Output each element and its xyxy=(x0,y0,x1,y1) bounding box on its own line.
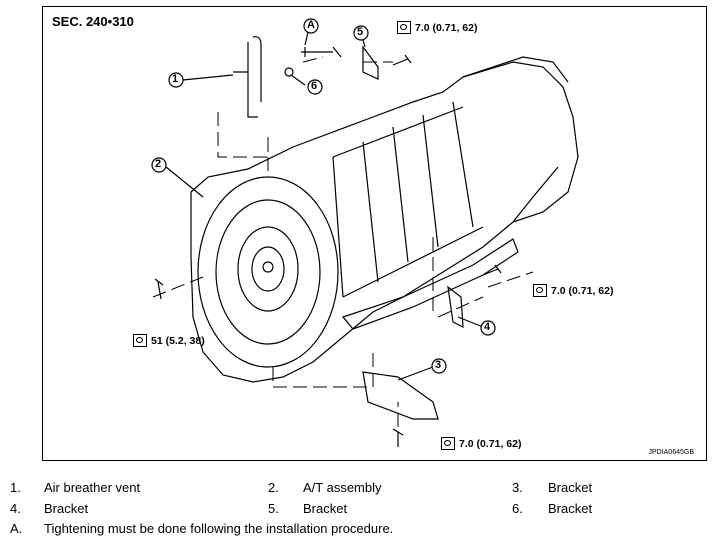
legend-text: A/T assembly xyxy=(303,480,382,495)
legend-text: Bracket xyxy=(548,480,593,495)
callout-1-label: 1 xyxy=(172,73,179,85)
callout-3 xyxy=(431,358,447,374)
bolt-bottom xyxy=(392,428,404,447)
callout-4 xyxy=(480,320,496,336)
legend-number: 5. xyxy=(268,501,279,516)
callout-2-label: 2 xyxy=(155,158,162,170)
callout-4-label: 4 xyxy=(484,321,491,333)
callout-1 xyxy=(168,72,184,88)
torque-spec-bottom: 7.0 (0.71, 62) xyxy=(441,437,521,450)
torque-value: 51 (5.2, 38) xyxy=(151,334,205,347)
torque-value: 7.0 (0.71, 62) xyxy=(415,21,478,34)
legend-number: 3. xyxy=(512,480,523,495)
oil-pan xyxy=(341,238,519,330)
air-breather-vent xyxy=(233,36,262,118)
torque-wrench-icon xyxy=(397,21,411,34)
callout-3-label: 3 xyxy=(435,359,442,371)
bracket-3 xyxy=(362,371,439,420)
torque-spec-top: 7.0 (0.71, 62) xyxy=(397,21,477,34)
bolt-left xyxy=(154,278,164,300)
legend-text: Air breather vent xyxy=(44,480,141,495)
callout-5-label: 5 xyxy=(357,26,364,38)
bolt-right xyxy=(482,264,502,276)
callout-A-label: A xyxy=(307,19,315,31)
callout-2 xyxy=(151,157,167,173)
legend-number: 6. xyxy=(512,501,523,516)
section-number: SEC. 240•310 xyxy=(52,14,134,29)
callout-6-label: 6 xyxy=(311,80,318,92)
bolt-top-right xyxy=(392,54,412,66)
legend-number: 2. xyxy=(268,480,279,495)
legend-text: Bracket xyxy=(548,501,593,516)
legend-text: Bracket xyxy=(303,501,348,516)
callout-5 xyxy=(353,25,369,41)
legend-number: 4. xyxy=(10,501,21,516)
bolt-a xyxy=(301,46,342,58)
legend-number: A. xyxy=(10,521,23,536)
exploded-diagram: 1 2 3 4 5 6 A SEC. 240•310 7.0 (0.71, 62… xyxy=(42,6,707,461)
bell-housing xyxy=(197,176,339,368)
bracket-4 xyxy=(447,285,464,329)
torque-wrench-icon xyxy=(133,334,147,347)
torque-value: 7.0 (0.71, 62) xyxy=(459,437,522,450)
figure-code: JPDIA0645GB xyxy=(648,449,694,456)
transmission-case xyxy=(190,61,579,383)
bracket-5 xyxy=(362,45,379,80)
callout-A xyxy=(303,18,319,34)
legend-number: 1. xyxy=(10,480,21,495)
washer-6 xyxy=(284,67,294,77)
legend-text: Bracket xyxy=(44,501,89,516)
callout-6 xyxy=(307,79,323,95)
torque-spec-left: 51 (5.2, 38) xyxy=(133,334,205,347)
transmission-drawing xyxy=(151,18,579,447)
torque-wrench-icon xyxy=(441,437,455,450)
torque-wrench-icon xyxy=(533,284,547,297)
torque-value: 7.0 (0.71, 62) xyxy=(551,284,614,297)
legend-text: Tightening must be done following the in… xyxy=(44,521,394,536)
torque-spec-right: 7.0 (0.71, 62) xyxy=(533,284,613,297)
